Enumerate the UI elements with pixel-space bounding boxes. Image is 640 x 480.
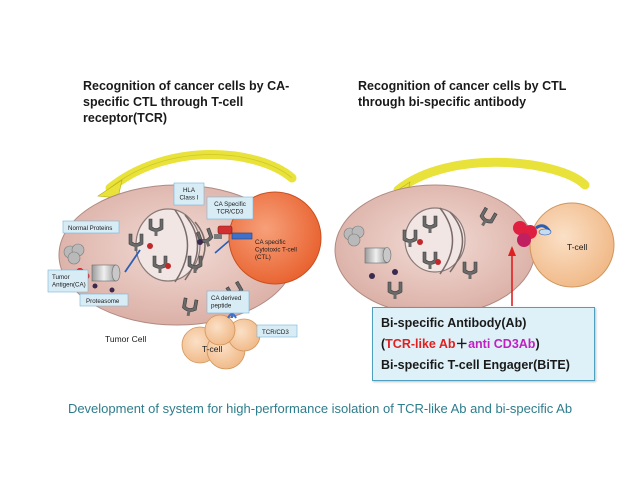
- label-t-cell-right: T-cell: [567, 242, 587, 252]
- right-panel: T-cell: [334, 157, 615, 316]
- label-normal-proteins: Normal Proteins: [68, 225, 112, 232]
- left-panel-title: Recognition of cancer cells by CA-specif…: [83, 79, 290, 125]
- anti-cd3-ab-text: anti CD3Ab: [468, 337, 536, 351]
- normal-protein-blob: [63, 243, 85, 265]
- label-t-cell-left: T-cell: [202, 344, 222, 354]
- label-tcr-cd3: TCR/CD3: [262, 329, 289, 336]
- bispecific-line2: (TCR-like Ab＋anti CD3Ab): [381, 333, 540, 352]
- bispecific-paren-close: ): [535, 337, 540, 351]
- left-panel: [58, 150, 322, 370]
- plus-sign: ＋: [455, 337, 469, 351]
- bispecific-paren-open: (: [381, 337, 386, 351]
- label-proteasome: Proteasome: [86, 298, 120, 305]
- bispecific-antibody-box: Bi-specific Antibody(Ab) (TCR-like Ab＋an…: [372, 307, 595, 381]
- right-panel-title: Recognition of cancer cells by CTL throu…: [358, 79, 567, 109]
- figure-caption: Development of system for high-performan…: [67, 401, 573, 416]
- ca-specific-tcr-shape: [214, 225, 253, 240]
- bite-line: Bi-specific T-cell Engager(BiTE): [381, 358, 570, 372]
- t-cell-right: [529, 202, 615, 288]
- tcell-cluster: [181, 312, 261, 370]
- proteasome-shape: [91, 264, 121, 282]
- bispecific-antibody-shape: [513, 221, 552, 247]
- recognition-arrow-right: [393, 157, 590, 195]
- label-tumor-cell: Tumor Cell: [105, 334, 146, 344]
- bispecific-line1: Bi-specific Antibody(Ab): [381, 316, 527, 330]
- arrow-head-left: [97, 179, 123, 199]
- tcr-like-ab-text: TCR-like Ab: [385, 337, 456, 351]
